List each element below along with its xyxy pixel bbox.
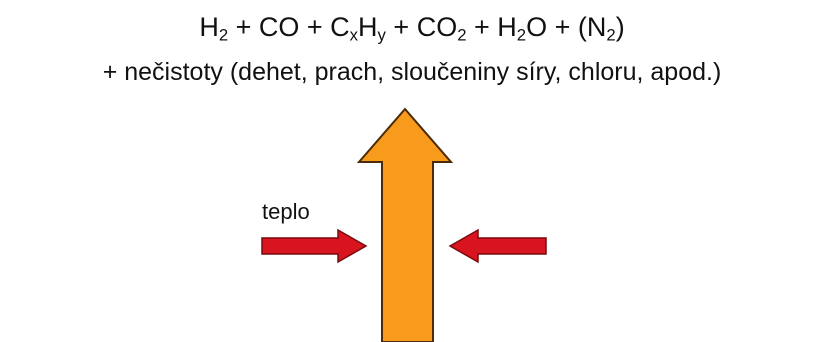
formula-subscript: y <box>377 25 386 45</box>
formula-subscript: 2 <box>606 25 616 45</box>
formula-segment: H <box>358 12 378 42</box>
product-gas-up-arrow-icon <box>356 107 454 342</box>
heat-input-right-arrow-icon <box>261 228 368 264</box>
heat-label: teplo <box>262 199 310 224</box>
formula-segment: O + (N <box>526 12 607 42</box>
formula-subscript: x <box>349 25 359 45</box>
formula-subscript: 2 <box>218 25 229 45</box>
gas-composition-formula: H2 + CO + CxHy + CO2 + H2O + (N2) <box>0 10 824 44</box>
impurities-line: + nečistoty (dehet, prach, sloučeniny sí… <box>102 58 722 86</box>
formula-segment: + H <box>466 12 517 42</box>
formula-segment: + CO + C <box>228 12 350 42</box>
formula-segment: ) <box>615 12 625 42</box>
formula-subscript: 2 <box>516 25 527 45</box>
formula-subscript: 2 <box>457 25 467 45</box>
heat-input-left-arrow-icon <box>448 228 547 264</box>
formula-segment: H <box>199 12 219 42</box>
formula-segment: + CO <box>385 12 458 42</box>
